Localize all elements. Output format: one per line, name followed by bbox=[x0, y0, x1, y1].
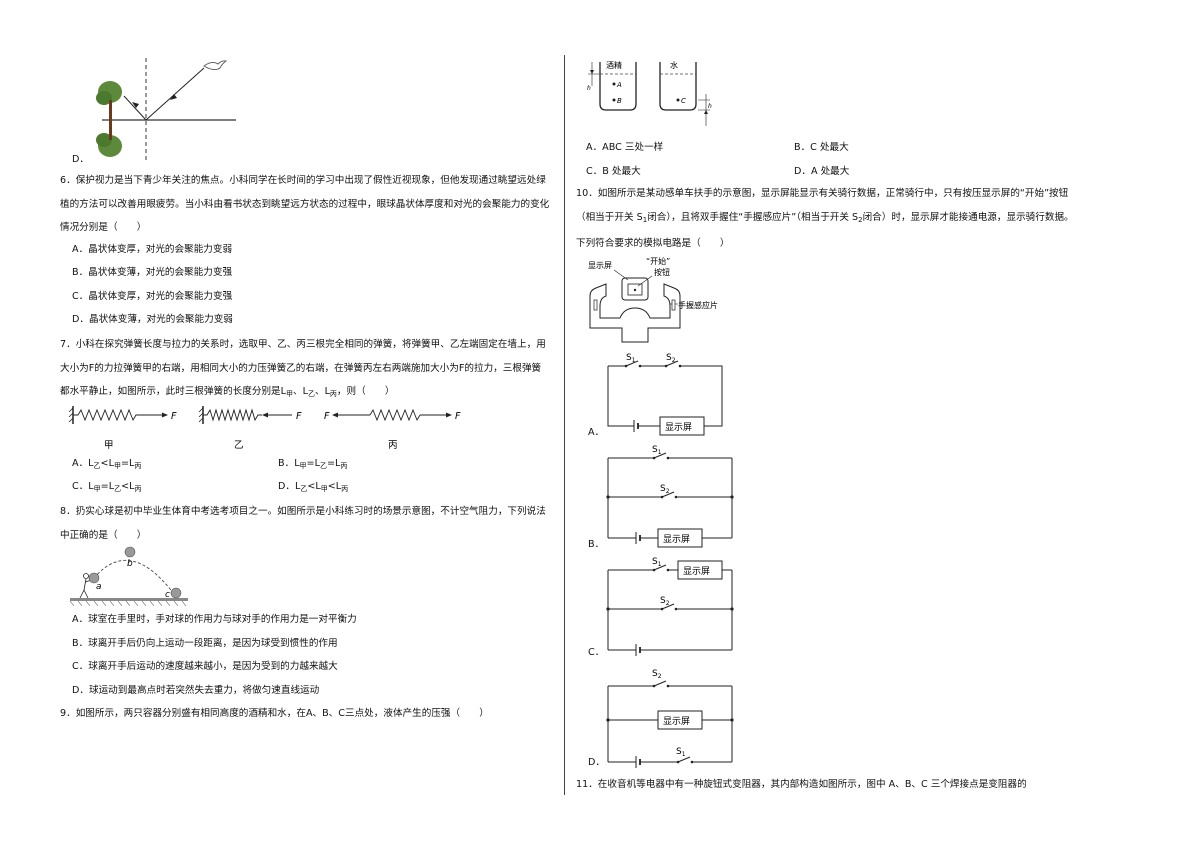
circuit-d-screen: 显示屏 bbox=[663, 716, 690, 727]
q6-option-c[interactable]: C．晶状体变厚，对光的会聚能力变强 bbox=[72, 291, 233, 302]
springs-figure: F F F F 甲 乙 丙 bbox=[68, 406, 461, 451]
ball-a bbox=[88, 572, 100, 584]
q10-option-a[interactable]: A． bbox=[588, 427, 605, 438]
water-label: 水 bbox=[670, 60, 678, 70]
label-yi: 乙 bbox=[234, 440, 244, 451]
tree-reflection-icon bbox=[96, 120, 122, 157]
force-label-jia: F bbox=[171, 411, 177, 422]
q9-option-b[interactable]: B．C 处最大 bbox=[794, 142, 849, 153]
q10-stem: 10．如图所示是某动感单车扶手的示意图，显示屏能显示有关骑行数据，正常骑行中，只… bbox=[576, 188, 1074, 249]
circuit-c-s1-label: S1 bbox=[652, 557, 662, 568]
circuit-c: S1 显示屏 S2 bbox=[606, 557, 734, 656]
q10-option-b[interactable]: B． bbox=[588, 539, 605, 550]
tree-icon bbox=[96, 81, 122, 120]
circuit-d-s2-label: S2 bbox=[652, 669, 662, 680]
q6-option-a[interactable]: A．晶状体变厚，对光的会聚能力变弱 bbox=[72, 244, 233, 255]
label-jia: 甲 bbox=[104, 440, 114, 451]
circuit-a: S1 S2 显示屏 bbox=[607, 353, 723, 436]
label-bing: 丙 bbox=[388, 440, 398, 451]
fig-start-label: “开始” bbox=[646, 256, 670, 266]
circuit-d: S2 显示屏 S1 bbox=[606, 669, 734, 768]
water-container bbox=[659, 62, 697, 111]
q9-option-d[interactable]: D．A 处最大 bbox=[794, 166, 850, 177]
circuit-a-s2-label: S2 bbox=[666, 353, 676, 364]
q9-stem: 9．如图所示，两只容器分别盛有相同高度的酒精和水，在A、B、C三点处，液体产生的… bbox=[60, 708, 489, 719]
point-b-label: b bbox=[127, 559, 133, 569]
force-label-bing-left: F bbox=[324, 411, 330, 422]
q7-option-a[interactable]: A．L乙<L甲=L丙 bbox=[72, 458, 142, 470]
force-label-yi: F bbox=[296, 411, 302, 422]
q7-option-c[interactable]: C．L甲=L乙<L丙 bbox=[72, 481, 142, 493]
circuit-a-s1-label: S1 bbox=[626, 353, 636, 364]
q6-option-d[interactable]: D．晶状体变薄，对光的会聚能力变弱 bbox=[72, 314, 233, 325]
q6-option-b[interactable]: B．晶状体变薄，对光的会聚能力变强 bbox=[72, 267, 233, 278]
circuit-d-s1-label: S1 bbox=[676, 747, 686, 758]
q6-stem: 6．保护视力是当下青少年关注的焦点。小科同学在长时间的学习中出现了假性近视现象，… bbox=[60, 175, 550, 233]
q8-stem: 8．扔实心球是初中毕业生体育中考选考项目之一。如图所示是小科练习时的场景示意图，… bbox=[60, 506, 546, 541]
q11-stem: 11．在收音机等电器中有一种旋钮式变阻器，其内部构造如图所示，图中 A、B、C … bbox=[576, 779, 1027, 790]
q5-option-d[interactable]: D． bbox=[72, 154, 89, 165]
point-A-label: A bbox=[616, 81, 622, 89]
alcohol-label: 酒精 bbox=[606, 60, 622, 70]
spring-jia bbox=[68, 406, 168, 424]
q9-option-a[interactable]: A．ABC 三处一样 bbox=[586, 142, 664, 153]
ball-c bbox=[170, 587, 182, 599]
q10-option-d[interactable]: D． bbox=[588, 757, 605, 768]
alcohol-container bbox=[599, 62, 637, 111]
handlebar-figure: 显示屏 “开始” 按钮 手握感应片 bbox=[588, 256, 718, 343]
circuit-a-screen: 显示屏 bbox=[665, 422, 692, 433]
q7-option-d[interactable]: D．L乙<L甲<L丙 bbox=[278, 481, 349, 493]
q9-option-c[interactable]: C．B 处最大 bbox=[586, 166, 641, 177]
q8-option-c[interactable]: C．球离开手后运动的速度越来越小，是因为受到的力越来越大 bbox=[72, 661, 338, 672]
q7-stem: 7．小科在探究弹簧长度与拉力的关系时，选取甲、乙、丙三根完全相同的弹簧，将弹簧甲… bbox=[60, 339, 546, 398]
circuit-b-s2-label: S2 bbox=[660, 484, 670, 495]
height-label-h: h bbox=[587, 85, 591, 92]
handlebar-outline bbox=[589, 277, 681, 343]
q7-option-b[interactable]: B．L甲=L乙=L丙 bbox=[278, 458, 348, 470]
point-c-label: c bbox=[165, 590, 170, 600]
spring-yi bbox=[198, 406, 292, 424]
circuit-c-screen: 显示屏 bbox=[683, 566, 710, 577]
q8-option-a[interactable]: A．球室在手里时，手对球的作用力与球对手的作用力是一对平衡力 bbox=[72, 614, 357, 625]
circuit-b-screen: 显示屏 bbox=[663, 534, 690, 545]
fig-sensor-label: 手握感应片 bbox=[678, 300, 718, 310]
bird-icon bbox=[203, 60, 228, 71]
ball-b bbox=[124, 546, 136, 558]
spring-bing bbox=[332, 408, 452, 422]
force-label-bing-right: F bbox=[455, 411, 461, 422]
q10-option-c[interactable]: C． bbox=[588, 647, 605, 658]
point-a-label: a bbox=[96, 582, 102, 592]
point-C-label: C bbox=[681, 97, 686, 105]
containers-figure: 酒精 水 h A B C h bbox=[587, 60, 712, 126]
circuit-b: S1 S2 显示屏 bbox=[606, 445, 734, 548]
q8-option-d[interactable]: D．球运动到最高点时若突然失去重力，将做匀速直线运动 bbox=[72, 685, 320, 696]
height-label-h2: h bbox=[708, 103, 712, 110]
circuit-b-s1-label: S1 bbox=[652, 445, 662, 456]
fig-button-label: 按钮 bbox=[654, 267, 670, 277]
point-B-label: B bbox=[617, 97, 622, 105]
column-divider bbox=[564, 55, 565, 795]
circuit-c-s2-label: S2 bbox=[660, 596, 670, 607]
shot-put-figure: a b c bbox=[69, 546, 188, 607]
mirror-reflection-figure bbox=[96, 58, 236, 160]
q8-option-b[interactable]: B．球离开手后仍向上运动一段距离，是因为球受到惯性的作用 bbox=[72, 638, 338, 649]
fig-screen-label: 显示屏 bbox=[588, 261, 612, 270]
